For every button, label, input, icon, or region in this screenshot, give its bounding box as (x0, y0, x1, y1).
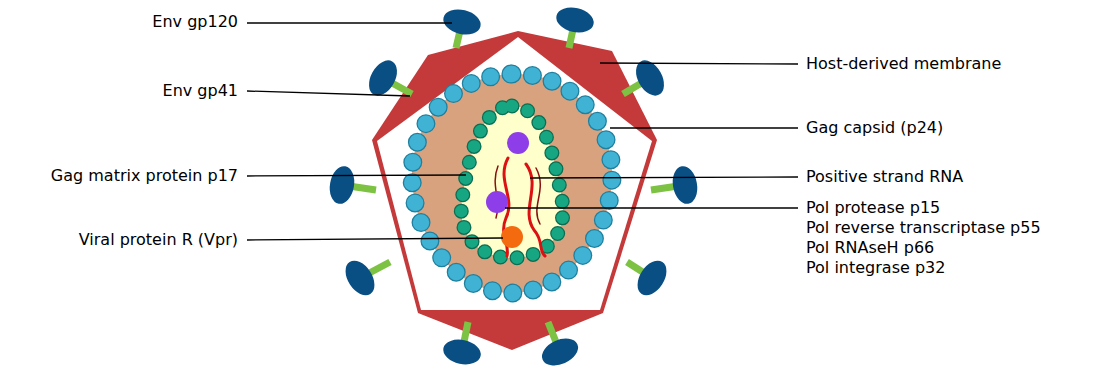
gp41-stalks (342, 20, 685, 352)
gp120-heads (327, 4, 700, 371)
pol-enzyme (507, 132, 529, 154)
membrane-shape (372, 31, 657, 350)
membrane-inner (377, 37, 652, 310)
core-fill (461, 106, 563, 258)
part-label: Env gp120 (152, 13, 238, 31)
capsid-ring-outline (412, 74, 612, 293)
pol-enzyme (486, 191, 508, 213)
part-label: Gag matrix protein p17 (51, 167, 238, 185)
part-label: Pol integrase p32 (806, 259, 945, 277)
part-label: Pol protease p15 (806, 199, 940, 217)
part-label: Positive strand RNA (806, 168, 963, 186)
part-label: Viral protein R (Vpr) (79, 231, 238, 249)
matrix-ring-outline (461, 106, 563, 258)
part-label: Pol reverse transcriptase p55 (806, 219, 1041, 237)
part-label: Host-derived membrane (806, 55, 1001, 73)
leader-lines (247, 23, 798, 240)
matrix-ring (461, 106, 563, 258)
part-label: Env gp41 (163, 82, 238, 100)
vpr-protein (501, 226, 523, 248)
part-label: Gag capsid (p24) (806, 119, 943, 137)
capsid-fill (412, 74, 612, 293)
part-label: Pol RNAseH p66 (806, 239, 934, 257)
capsid-ring (412, 74, 612, 293)
